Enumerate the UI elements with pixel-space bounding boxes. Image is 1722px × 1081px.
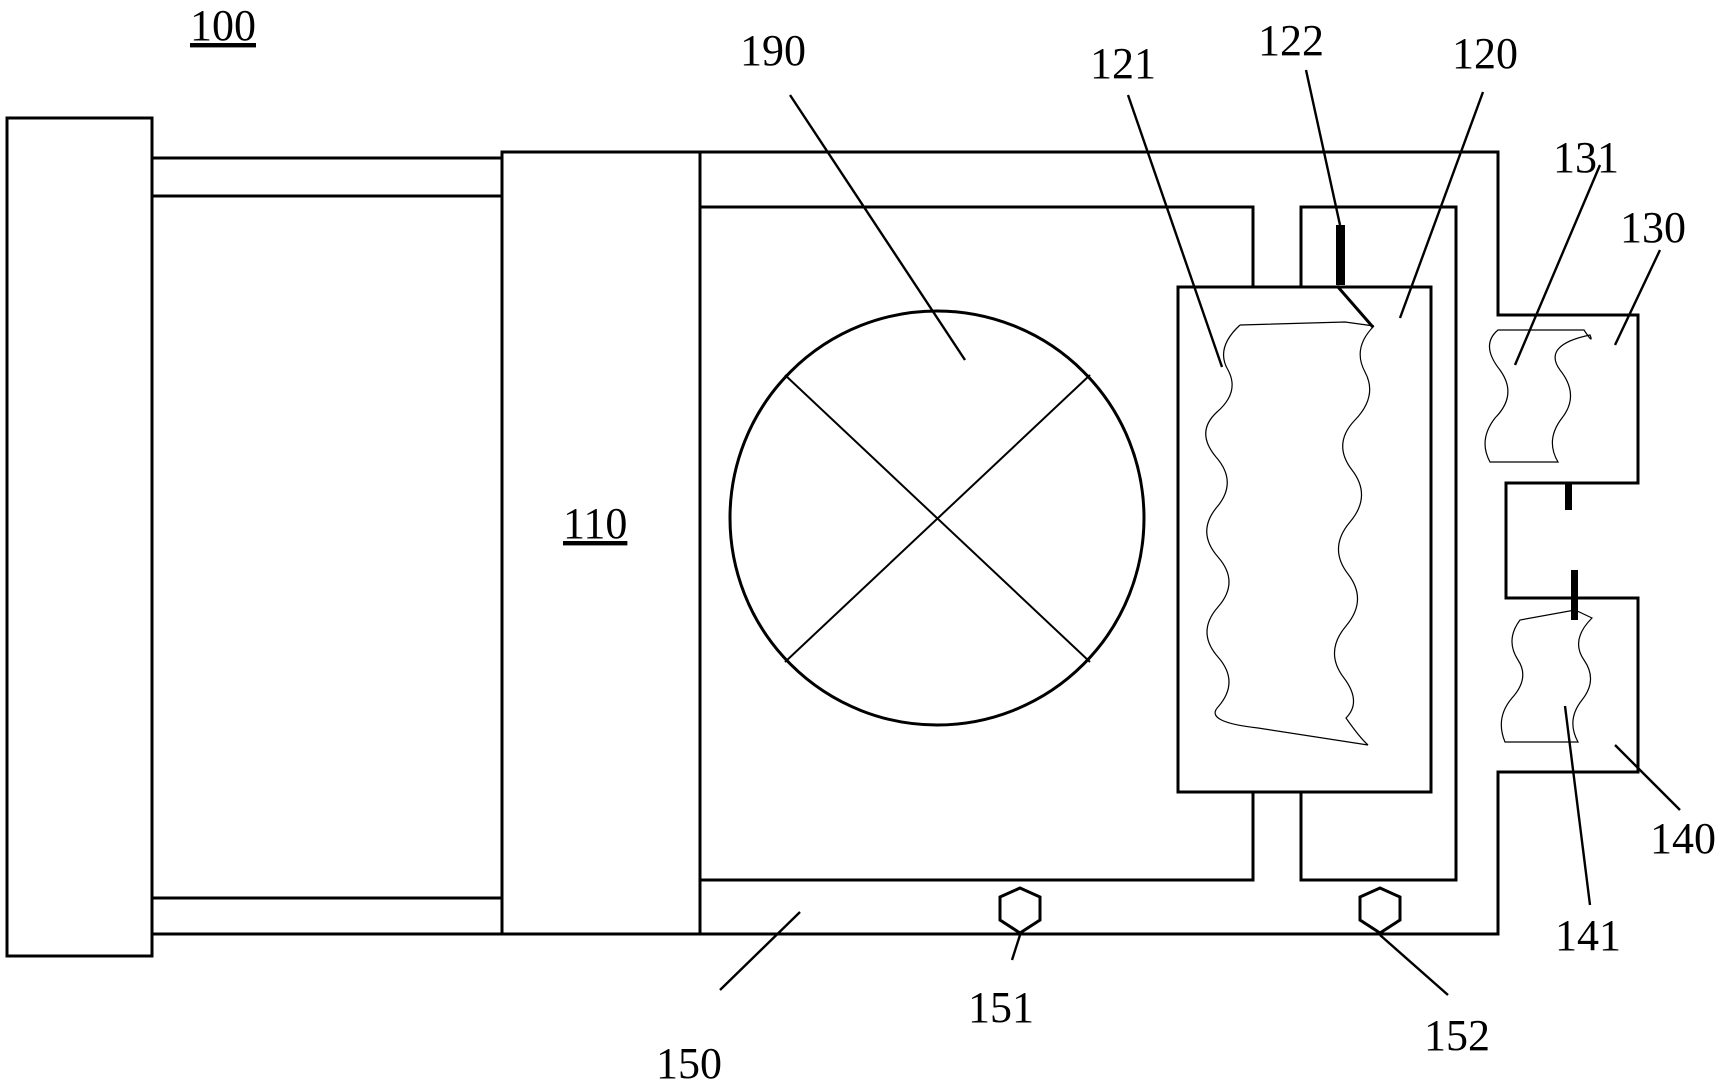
label-150: 150 [656,1039,722,1081]
label-140: 140 [1650,814,1716,863]
label-131: 131 [1553,133,1619,182]
nut-152 [1358,886,1402,935]
inner-chamber [698,205,1255,882]
wavy-element-131 [1484,329,1592,463]
label-110: 110 [563,499,627,548]
label-120: 120 [1452,29,1518,78]
fan-190 [728,309,1146,727]
label-100: 100 [190,1,256,50]
post-131 [1565,482,1572,510]
post-141 [1571,570,1578,620]
label-121: 121 [1090,39,1156,88]
nut-151 [998,886,1042,935]
label-141: 141 [1555,911,1621,960]
leader-lines [719,69,1681,996]
block-110 [500,150,702,936]
right-channel [1299,205,1458,882]
label-151: 151 [968,983,1034,1032]
post-122 [1335,225,1375,329]
wavy-element-121 [1205,321,1375,746]
label-190: 190 [740,26,806,75]
left-end-block [5,116,154,958]
outer-housing [698,150,1640,936]
wavy-element-141 [1500,609,1594,743]
label-130: 130 [1620,203,1686,252]
heat-exchanger-120 [1176,285,1433,794]
label-122: 122 [1258,16,1324,65]
label-152: 152 [1424,1011,1490,1060]
connecting-rails [150,156,504,936]
